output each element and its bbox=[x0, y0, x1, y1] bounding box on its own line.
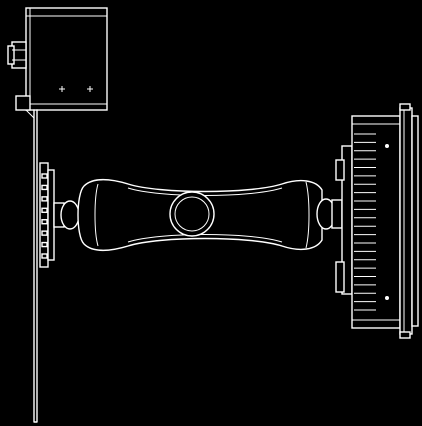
device-box bbox=[7, 7, 108, 111]
bottom-latch bbox=[335, 261, 345, 293]
bolt-icon bbox=[41, 196, 48, 202]
screw-icon bbox=[59, 86, 65, 92]
tightening-knob bbox=[169, 191, 215, 237]
right-ball-joint bbox=[316, 198, 343, 230]
bolt-icon bbox=[41, 219, 48, 225]
left-ball-joint bbox=[53, 200, 80, 230]
bolt-icon bbox=[41, 207, 48, 213]
screw-icon bbox=[87, 86, 93, 92]
mounting-plate bbox=[39, 162, 55, 268]
double-socket-arm bbox=[77, 179, 323, 251]
bolt-icon bbox=[41, 173, 48, 179]
bolt-icon bbox=[41, 241, 48, 248]
vertical-pole bbox=[25, 109, 38, 423]
bolt-icon bbox=[41, 253, 48, 259]
bolt-icon bbox=[41, 230, 48, 236]
light-head bbox=[335, 103, 419, 339]
bolt-icon bbox=[41, 184, 48, 191]
